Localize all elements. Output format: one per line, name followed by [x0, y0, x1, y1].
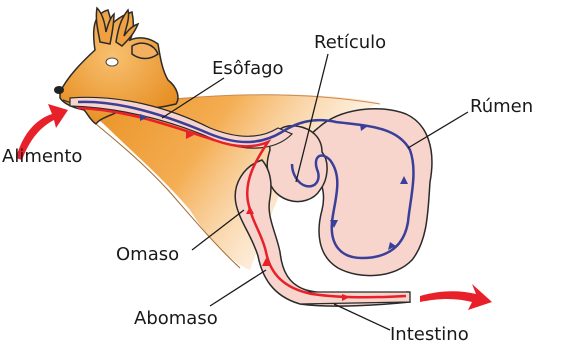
label-rumen: Rúmen: [470, 96, 533, 117]
leader-abomaso: [210, 270, 266, 306]
label-intestino: Intestino: [390, 324, 469, 345]
animal-eye: [106, 58, 118, 66]
leader-intestino: [334, 304, 390, 330]
label-reticulo: Retículo: [314, 32, 386, 53]
label-alimento: Alimento: [2, 146, 82, 167]
label-esofago: Esôfago: [212, 58, 284, 79]
food-exit-arrow: [420, 284, 492, 310]
animal-nose: [54, 86, 64, 94]
label-abomaso: Abomaso: [134, 308, 218, 329]
label-omaso: Omaso: [116, 244, 179, 265]
